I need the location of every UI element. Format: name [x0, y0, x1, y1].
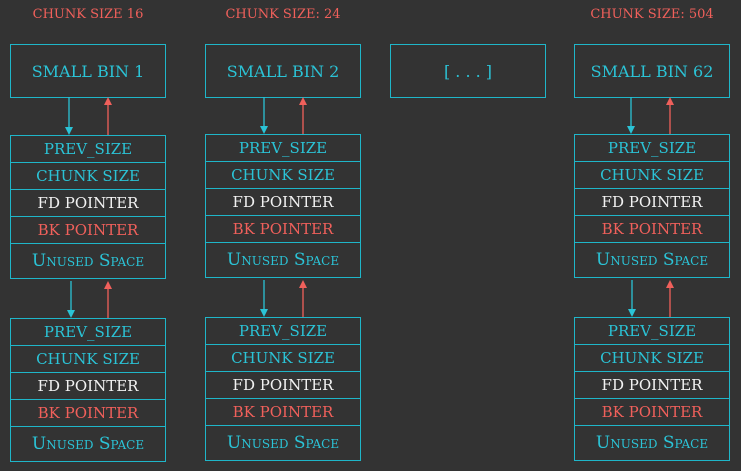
fd-pointer-field: FD POINTER	[11, 373, 165, 400]
chunk-size-field: CHUNK SIZE	[206, 162, 360, 189]
fd-pointer-field: FD POINTER	[206, 189, 360, 216]
free-chunk: PREV_SIZE CHUNK SIZE FD POINTER BK POINT…	[205, 317, 361, 461]
bk-pointer-field: BK POINTER	[575, 399, 729, 426]
small-bin-box: SMALL BIN 2	[205, 44, 361, 98]
free-chunk: PREV_SIZE CHUNK SIZE FD POINTER BK POINT…	[574, 134, 730, 278]
prev-size-field: PREV_SIZE	[206, 135, 360, 162]
prev-size-field: PREV_SIZE	[11, 319, 165, 346]
chunk-size-field: CHUNK SIZE	[575, 345, 729, 372]
unused-space-field: Unused Space	[595, 250, 709, 270]
small-bin-box: SMALL BIN 1	[10, 44, 166, 98]
fd-pointer-field: FD POINTER	[575, 372, 729, 399]
prev-size-field: PREV_SIZE	[575, 318, 729, 345]
chunk-size-field: CHUNK SIZE	[11, 346, 165, 373]
chunk-size-field: CHUNK SIZE	[11, 163, 165, 190]
unused-space-field: Unused Space	[31, 434, 145, 454]
prev-size-field: PREV_SIZE	[11, 136, 165, 163]
bk-pointer-field: BK POINTER	[206, 216, 360, 243]
free-chunk: PREV_SIZE CHUNK SIZE FD POINTER BK POINT…	[205, 134, 361, 278]
chunk-size-field: CHUNK SIZE	[575, 162, 729, 189]
unused-space-field: Unused Space	[226, 250, 340, 270]
fd-pointer-field: FD POINTER	[206, 372, 360, 399]
free-chunk: PREV_SIZE CHUNK SIZE FD POINTER BK POINT…	[574, 317, 730, 461]
chunk-size-label: CHUNK SIZE: 24	[225, 7, 341, 22]
ellipsis-box: [ . . . ]	[390, 44, 546, 98]
prev-size-field: PREV_SIZE	[575, 135, 729, 162]
bk-pointer-field: BK POINTER	[11, 217, 165, 244]
unused-space-field: Unused Space	[31, 251, 145, 271]
prev-size-field: PREV_SIZE	[206, 318, 360, 345]
bk-pointer-field: BK POINTER	[206, 399, 360, 426]
fd-pointer-field: FD POINTER	[575, 189, 729, 216]
chunk-size-label: CHUNK SIZE 16	[32, 7, 144, 22]
small-bin-box: SMALL BIN 62	[574, 44, 730, 98]
unused-space-field: Unused Space	[595, 433, 709, 453]
bk-pointer-field: BK POINTER	[11, 400, 165, 427]
free-chunk: PREV_SIZE CHUNK SIZE FD POINTER BK POINT…	[10, 135, 166, 279]
chunk-size-label: CHUNK SIZE: 504	[590, 7, 714, 22]
free-chunk: PREV_SIZE CHUNK SIZE FD POINTER BK POINT…	[10, 318, 166, 462]
bk-pointer-field: BK POINTER	[575, 216, 729, 243]
unused-space-field: Unused Space	[226, 433, 340, 453]
fd-pointer-field: FD POINTER	[11, 190, 165, 217]
chunk-size-field: CHUNK SIZE	[206, 345, 360, 372]
